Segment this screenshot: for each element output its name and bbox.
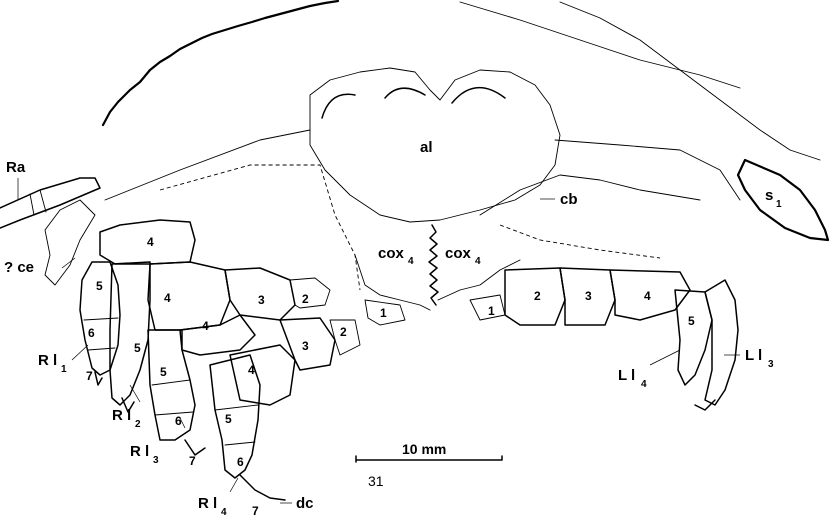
ll3-dactyl	[695, 400, 715, 410]
label-ll3: L l	[745, 347, 762, 364]
antenna-segments	[0, 178, 100, 228]
label-cox-left: cox	[378, 245, 405, 262]
label-rl2: R l	[112, 407, 131, 424]
rl2-leg	[110, 262, 150, 405]
label-cox-left-sub: 4	[408, 256, 414, 267]
seg-mid-1: 1	[380, 306, 387, 320]
seg-rl1-5: 5	[96, 279, 103, 293]
label-cb: cb	[560, 191, 578, 208]
seg-ll-1: 1	[488, 304, 495, 318]
seg-ll-4: 4	[644, 289, 651, 303]
seg-mid-3: 3	[258, 293, 265, 307]
seg-ll-5: 5	[688, 314, 695, 328]
lobe-arc-mid	[385, 88, 425, 98]
median-suture	[429, 225, 438, 305]
label-s1: s	[765, 187, 773, 204]
carapace-outline	[103, 1, 338, 125]
leader-rl2	[130, 385, 140, 402]
carapace-right-edge	[560, 2, 820, 160]
cb-line	[480, 175, 700, 215]
label-rl1: R l	[38, 352, 57, 369]
seg-rl3-6: 6	[175, 414, 182, 428]
seg-rl3-4: 4	[202, 319, 209, 333]
label-ll4: L l	[618, 367, 635, 384]
seg-upper-4: 4	[147, 235, 154, 249]
carapace-right-inner	[460, 2, 740, 88]
lobe-arc-left	[322, 94, 355, 118]
label-rl3-sub: 3	[153, 455, 159, 466]
seg-ll-3: 3	[585, 289, 592, 303]
rl3-claw	[185, 440, 205, 455]
leader-ll4	[650, 350, 680, 365]
seg-mid-2: 2	[302, 292, 309, 306]
label-rl3: R l	[130, 443, 149, 460]
seg-rl4-7: 7	[252, 504, 259, 518]
right-dashed	[500, 225, 660, 258]
rl-segment-4b	[180, 315, 255, 355]
rl-segment-2	[290, 278, 330, 308]
label-dc: dc	[296, 495, 314, 512]
seg-rl4-6: 6	[237, 455, 244, 469]
label-rl4-sub: 4	[221, 507, 227, 518]
seg-rl1-7: 7	[86, 369, 93, 383]
seg-ll-2: 2	[534, 289, 541, 303]
label-al: al	[420, 139, 433, 156]
leader-rl1	[72, 345, 88, 360]
label-rl4: R l	[198, 495, 217, 512]
label-ce: ? ce	[4, 259, 34, 276]
rl-segment-4a	[148, 262, 230, 330]
label-cox-right-sub: 4	[475, 256, 481, 267]
label-ll4-sub: 4	[641, 379, 647, 390]
rl4-dactyl	[240, 475, 285, 500]
seg-rl3-7: 7	[189, 454, 196, 468]
seg-rl2-5: 5	[134, 341, 141, 355]
rl-segment-4c	[230, 345, 295, 405]
label-ll3-sub: 3	[768, 359, 774, 370]
branchial-dashed	[160, 165, 360, 290]
seg-rl4-5: 5	[225, 412, 232, 426]
seg-rl1-6: 6	[88, 326, 95, 340]
ll3-leg	[705, 280, 738, 405]
lobe-arc-right	[452, 88, 505, 103]
seg-rl2-4: 4	[164, 291, 171, 305]
ce-structure	[45, 200, 95, 285]
antennal-lobe	[310, 68, 560, 222]
scale-label: 10 mm	[402, 441, 446, 457]
cox-left	[355, 255, 430, 310]
ll4-leg	[675, 290, 712, 385]
label-cox-right: cox	[445, 245, 472, 262]
seg-mid-3b: 3	[302, 339, 309, 353]
figure-number: 31	[368, 473, 384, 489]
seg-mid-2b: 2	[340, 325, 347, 339]
s1-appendage	[738, 160, 828, 240]
seg-rl3-5: 5	[160, 365, 167, 379]
seg-rl4-4: 4	[248, 363, 255, 377]
rl3-segments	[152, 380, 193, 415]
label-ra: Ra	[6, 159, 26, 176]
label-rl1-sub: 1	[61, 364, 67, 375]
label-s1-sub: 1	[776, 199, 782, 210]
leader-rl4	[230, 478, 238, 492]
label-rl2-sub: 2	[135, 419, 141, 430]
